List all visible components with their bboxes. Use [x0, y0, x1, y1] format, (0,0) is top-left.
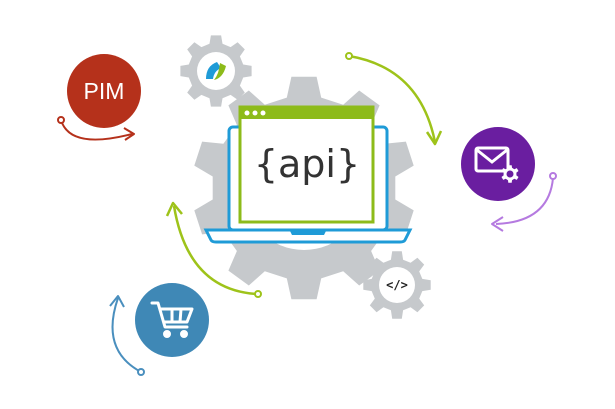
- green-arrow-bottom: [165, 201, 262, 298]
- api-label: {api}: [254, 142, 360, 186]
- pim-node: PIM: [67, 54, 141, 128]
- code-gear-icon: </>: [363, 251, 431, 319]
- window-dot: [244, 110, 250, 116]
- pinwheel-logo-icon: [206, 62, 226, 80]
- cart-arrow: [109, 295, 145, 376]
- top-gear-icon: [180, 35, 252, 107]
- window-dot: [252, 110, 258, 116]
- api-window: {api}: [238, 105, 375, 224]
- code-label: </>: [386, 278, 408, 292]
- pim-label: PIM: [84, 78, 125, 104]
- pim-arrow: [57, 116, 135, 141]
- email-arrow: [491, 172, 557, 232]
- cart-node: [135, 283, 209, 357]
- email-node: [461, 127, 535, 201]
- shopping-cart-icon: [150, 301, 194, 338]
- email-settings-icon: [474, 146, 519, 183]
- green-arrow-top: [345, 52, 443, 146]
- window-dot: [260, 110, 266, 116]
